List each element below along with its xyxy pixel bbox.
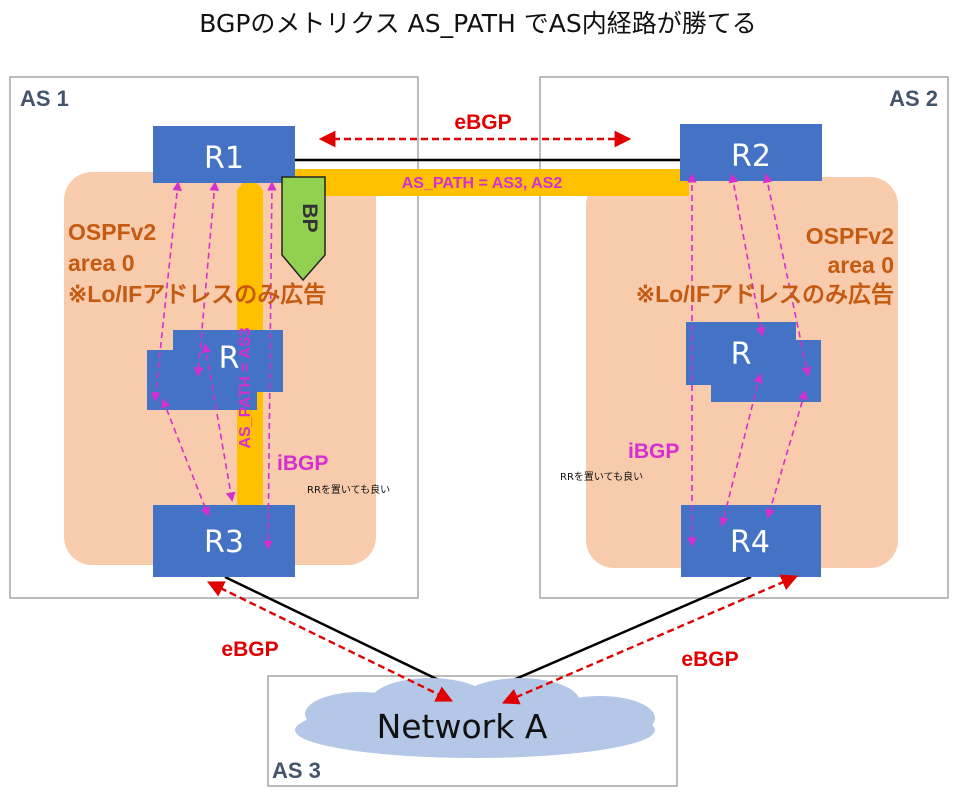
as1-ospf-line3: ※Lo/IFアドレスのみ広告 xyxy=(68,281,326,307)
as-path-vertical-label: AS_PATH = AS3 xyxy=(237,327,254,448)
router-r2[interactable] xyxy=(680,124,822,181)
router-as2-mid-label: R xyxy=(731,337,752,372)
ebgp-top-label: eBGP xyxy=(454,111,511,134)
network-a-label: Network A xyxy=(377,707,548,746)
diagram-title: BGPのメトリクス AS_PATH でAS内経路が勝てる xyxy=(199,9,756,38)
as2-label: AS 2 xyxy=(889,86,938,111)
as2-rr-note: RRを置いても良い xyxy=(560,470,643,483)
as1-ospf-line1: OSPFv2 xyxy=(68,219,156,245)
best-path-label: BP xyxy=(298,203,321,232)
as-path-horizontal-label: AS_PATH = AS3, AS2 xyxy=(402,175,563,192)
router-r1[interactable] xyxy=(153,126,295,183)
as1-ibgp-label: iBGP xyxy=(277,452,328,475)
as2-ospf-line3: ※Lo/IFアドレスのみ広告 xyxy=(636,281,894,307)
as1-ibgp-sessions xyxy=(151,181,277,550)
router-r3-label: R3 xyxy=(204,525,244,560)
router-r1-label: R1 xyxy=(204,141,244,176)
as1-ospf-line2: area 0 xyxy=(68,250,135,276)
as2-ospf-line2: area 0 xyxy=(827,252,894,278)
as2-ospf-line1: OSPFv2 xyxy=(806,223,894,249)
best-path-marker xyxy=(281,176,326,282)
as3-label: AS 3 xyxy=(272,758,321,783)
as1-label: AS 1 xyxy=(20,86,69,111)
as-path-bar-horizontal xyxy=(293,169,689,196)
ebgp-bottom-right-label: eBGP xyxy=(681,648,738,671)
router-r2-label: R2 xyxy=(731,139,771,174)
as1-rr-note: RRを置いても良い xyxy=(307,483,390,496)
as2-ibgp-sessions xyxy=(687,173,812,547)
as2-ibgp-label: iBGP xyxy=(628,440,679,463)
ebgp-bottom-left-label: eBGP xyxy=(221,638,278,661)
ebgp-sessions xyxy=(206,130,799,705)
router-r4-label: R4 xyxy=(730,525,770,560)
